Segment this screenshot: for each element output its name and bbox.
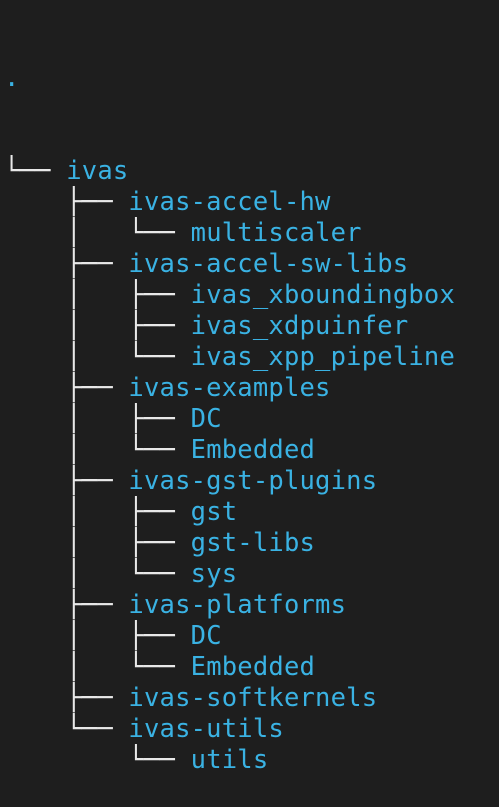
directory-name[interactable]: ivas-accel-sw-libs: [128, 249, 409, 279]
directory-name[interactable]: ivas_xboundingbox: [190, 280, 456, 310]
tree-branch-guide: │ └──: [4, 342, 191, 372]
tree-row: │ ├── ivas_xdpuinfer: [4, 311, 455, 342]
directory-name[interactable]: ivas_xdpuinfer: [190, 311, 409, 341]
tree-row: │ ├── gst: [4, 497, 455, 528]
tree-branch-guide: │ ├──: [4, 404, 191, 434]
tree-branch-guide: └──: [4, 745, 191, 775]
tree-branch-guide: │ └──: [4, 652, 191, 682]
tree-row: │ └── multiscaler: [4, 218, 455, 249]
tree-row: ├── ivas-platforms: [4, 590, 455, 621]
directory-name[interactable]: ivas-accel-hw: [128, 187, 331, 217]
tree-row: │ └── sys: [4, 559, 455, 590]
tree-row: │ ├── DC: [4, 621, 455, 652]
tree-row: ├── ivas-gst-plugins: [4, 466, 455, 497]
tree-branch-guide: ├──: [4, 590, 129, 620]
tree-row: │ └── ivas_xpp_pipeline: [4, 342, 455, 373]
directory-name[interactable]: sys: [190, 559, 238, 589]
tree-row: ├── ivas-examples: [4, 373, 455, 404]
directory-name[interactable]: Embedded: [190, 652, 316, 682]
tree-row: │ └── Embedded: [4, 435, 455, 466]
tree-root[interactable]: .: [4, 63, 20, 93]
tree-branch-guide: │ ├──: [4, 621, 191, 651]
tree-branch-guide: ├──: [4, 373, 129, 403]
tree-branch-guide: │ ├──: [4, 528, 191, 558]
directory-name[interactable]: DC: [190, 404, 222, 434]
tree-row: ├── ivas-accel-hw: [4, 187, 455, 218]
tree-branch-guide: │ ├──: [4, 311, 191, 341]
directory-name[interactable]: DC: [190, 621, 222, 651]
directory-name[interactable]: utils: [190, 745, 269, 775]
tree-row: └── ivas: [4, 156, 455, 187]
tree-branch-guide: ├──: [4, 249, 129, 279]
tree-branch-guide: └──: [4, 714, 129, 744]
directory-name[interactable]: ivas-examples: [128, 373, 331, 403]
directory-name[interactable]: multiscaler: [190, 218, 362, 248]
tree-row: │ └── Embedded: [4, 652, 455, 683]
tree-row: │ ├── ivas_xboundingbox: [4, 280, 455, 311]
tree-branch-guide: │ └──: [4, 559, 191, 589]
tree-branch-guide: │ ├──: [4, 497, 191, 527]
directory-name[interactable]: ivas-softkernels: [128, 683, 378, 713]
tree-row: ├── ivas-accel-sw-libs: [4, 249, 455, 280]
tree-root-line: .: [4, 63, 455, 94]
tree-branch-guide: ├──: [4, 187, 129, 217]
directory-name[interactable]: ivas-utils: [128, 714, 284, 744]
tree-branch-guide: ├──: [4, 466, 129, 496]
directory-name[interactable]: ivas-gst-plugins: [128, 466, 378, 496]
tree-branch-guide: ├──: [4, 683, 129, 713]
directory-name[interactable]: gst-libs: [190, 528, 316, 558]
tree-branch-guide: │ └──: [4, 435, 191, 465]
tree-entries: └── ivas ├── ivas-accel-hw │ └── multisc…: [4, 156, 455, 776]
tree-row: └── ivas-utils: [4, 714, 455, 745]
directory-name[interactable]: Embedded: [190, 435, 316, 465]
directory-tree: . └── ivas ├── ivas-accel-hw │ └── multi…: [4, 1, 455, 807]
tree-row: ├── ivas-softkernels: [4, 683, 455, 714]
tree-branch-guide: │ └──: [4, 218, 191, 248]
tree-row: │ ├── gst-libs: [4, 528, 455, 559]
tree-branch-guide: └──: [4, 156, 67, 186]
tree-row: └── utils: [4, 745, 455, 776]
tree-branch-guide: │ ├──: [4, 280, 191, 310]
directory-name[interactable]: gst: [190, 497, 238, 527]
directory-name[interactable]: ivas: [66, 156, 129, 186]
tree-row: │ ├── DC: [4, 404, 455, 435]
directory-name[interactable]: ivas_xpp_pipeline: [190, 342, 456, 372]
directory-name[interactable]: ivas-platforms: [128, 590, 347, 620]
